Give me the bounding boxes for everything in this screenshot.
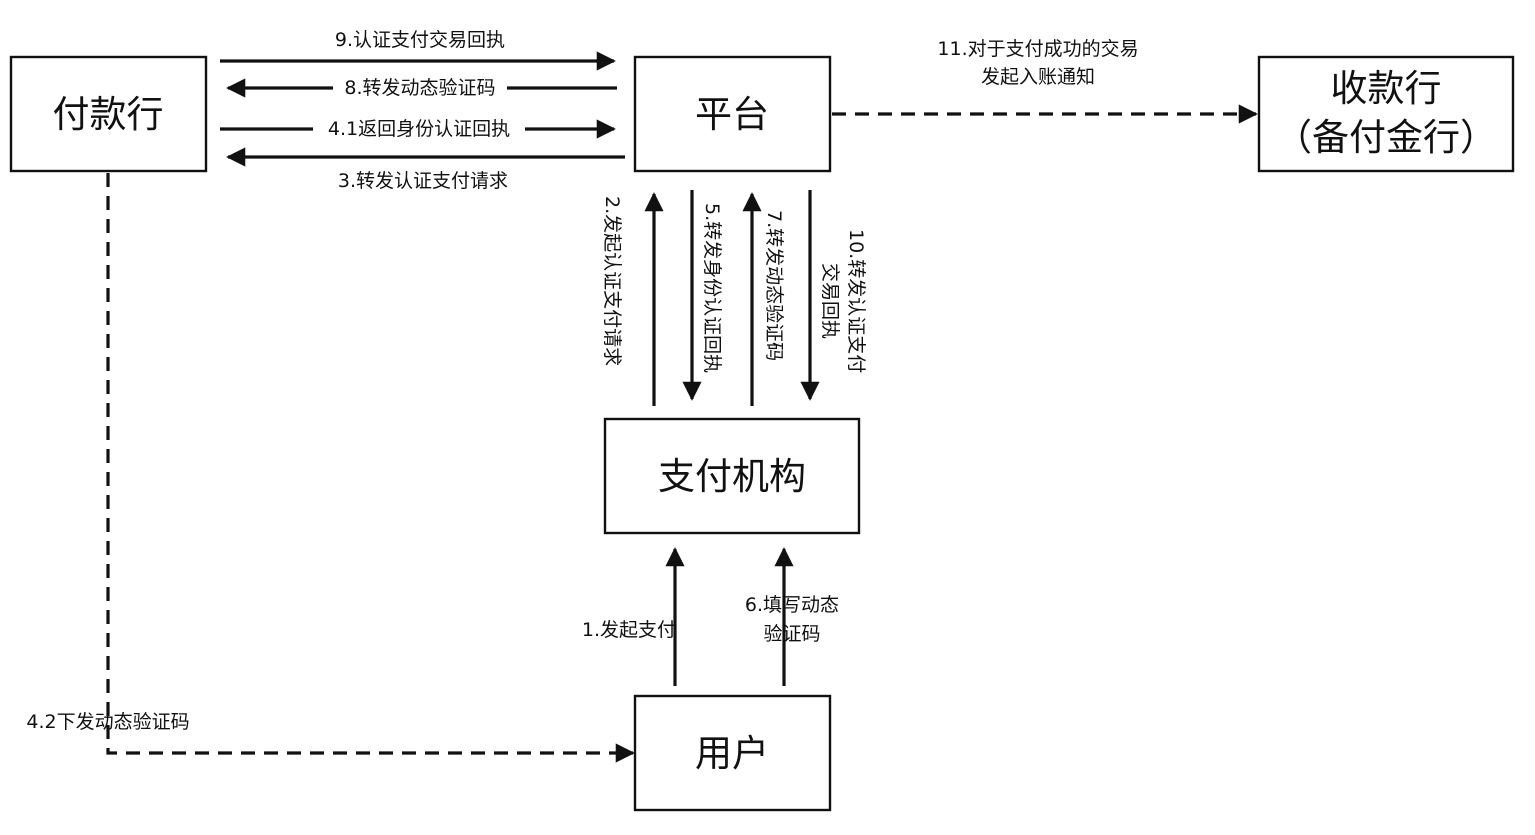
node-user: 用户 xyxy=(633,694,832,812)
edge-4-2: 4.2下发动态验证码 xyxy=(26,173,635,763)
node-payee-bank-label-1: 收款行 xyxy=(1331,67,1442,110)
node-platform: 平台 xyxy=(633,55,832,173)
edge-10: 10.转发认证支付 交易回执 xyxy=(800,190,867,401)
edge-7-label: 7.转发动态验证码 xyxy=(763,210,785,361)
edge-11: 11.对于支付成功的交易 发起入账通知 xyxy=(832,38,1258,124)
edge-6: 6.填写动态 验证码 xyxy=(745,547,839,686)
edge-8: 8.转发动态验证码 xyxy=(226,77,617,99)
edge-4-1: 4.1返回身份认证回执 xyxy=(220,118,616,140)
edge-10-label-2: 交易回执 xyxy=(819,263,841,339)
node-payee-bank: 收款行 （备付金行） xyxy=(1257,55,1515,173)
edge-3-label: 3.转发认证支付请求 xyxy=(338,170,508,192)
edge-4-1-label: 4.1返回身份认证回执 xyxy=(328,118,510,140)
node-payer-bank-label: 付款行 xyxy=(53,93,164,136)
edge-5-label: 5.转发身份认证回执 xyxy=(701,203,723,373)
edge-9: 9.认证支付交易回执 xyxy=(220,29,616,71)
edge-2: 2.发起认证支付请求 xyxy=(601,192,664,406)
node-payee-bank-label-2: （备付金行） xyxy=(1275,116,1497,159)
edge-7: 7.转发动态验证码 xyxy=(742,192,785,406)
edge-2-label: 2.发起认证支付请求 xyxy=(601,196,623,366)
edge-11-label-1: 11.对于支付成功的交易 xyxy=(937,38,1138,60)
edge-11-label-2: 发起入账通知 xyxy=(981,66,1095,88)
node-payment-institution: 支付机构 xyxy=(603,417,861,535)
node-platform-label: 平台 xyxy=(695,93,769,136)
node-payment-institution-label: 支付机构 xyxy=(658,455,806,498)
edge-1-label: 1.发起支付 xyxy=(582,619,676,641)
edge-3: 3.转发认证支付请求 xyxy=(226,147,625,192)
edge-6-label-1: 6.填写动态 xyxy=(745,594,839,616)
edge-5: 5.转发身份认证回执 xyxy=(682,190,723,401)
node-user-label: 用户 xyxy=(695,732,769,775)
edge-8-label: 8.转发动态验证码 xyxy=(344,77,495,99)
edge-10-label-1: 10.转发认证支付 xyxy=(845,229,867,373)
edge-9-label: 9.认证支付交易回执 xyxy=(335,29,505,51)
node-payer-bank: 付款行 xyxy=(9,55,208,173)
edge-4-2-label: 4.2下发动态验证码 xyxy=(26,711,189,733)
edge-1: 1.发起支付 xyxy=(582,547,685,686)
edge-6-label-2: 验证码 xyxy=(763,623,820,645)
